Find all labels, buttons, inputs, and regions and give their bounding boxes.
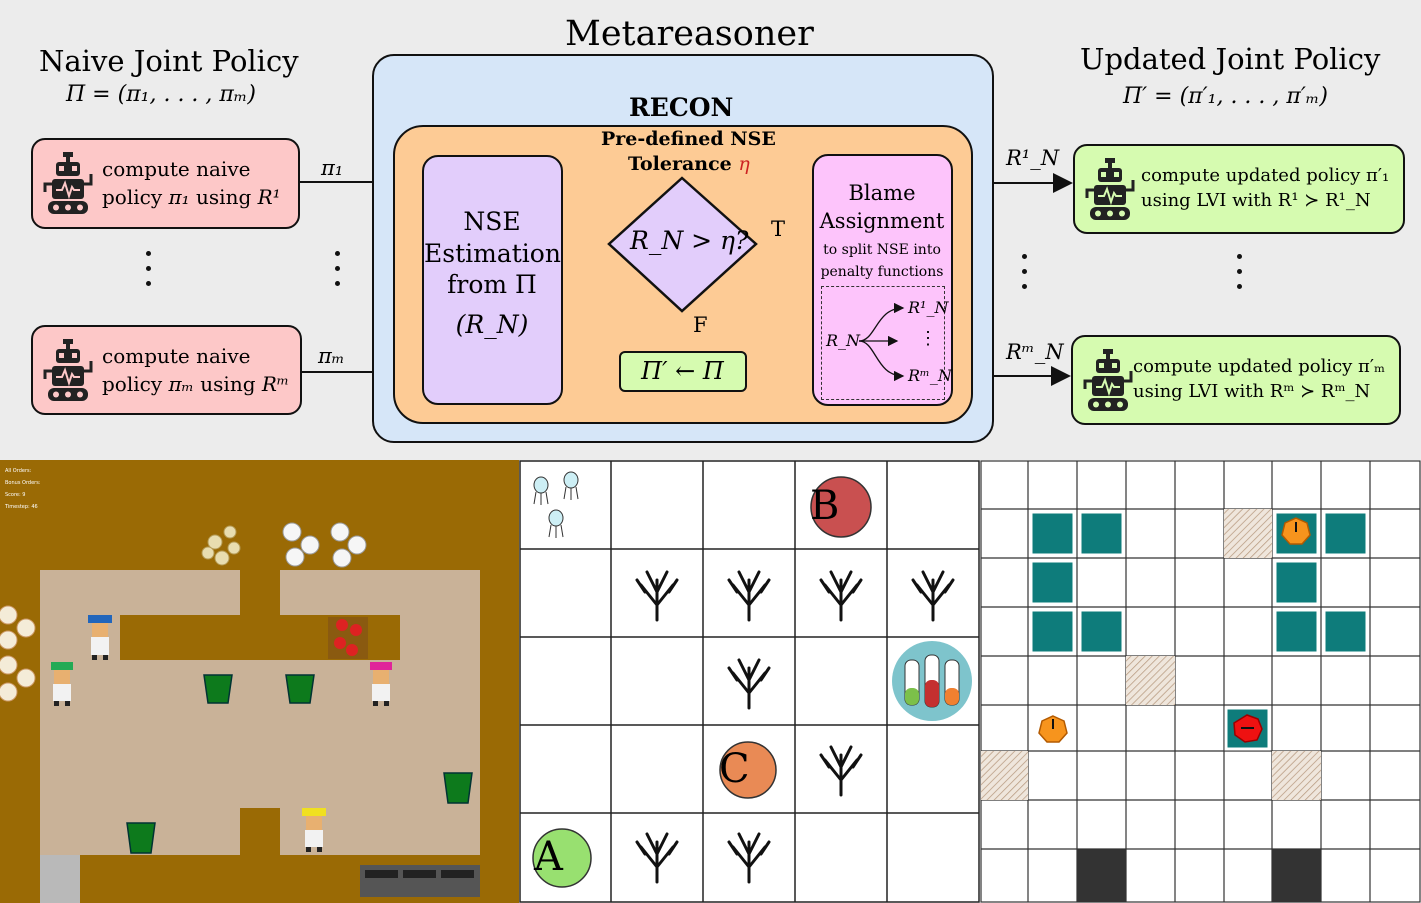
hazard-tile xyxy=(981,509,1321,800)
estimation-line2: Estimation xyxy=(424,239,561,268)
updated-agent-m-line2: using LVI with Rᵐ ≻ Rᵐ_N xyxy=(1133,381,1371,402)
naive-policy-formula: Π = (π₁, . . . , πₘ) xyxy=(66,82,256,107)
warehouse-environment xyxy=(980,460,1421,903)
charging-station xyxy=(1077,849,1321,902)
left-vertical-dots xyxy=(146,251,152,296)
updated-policy-formula: Π′ = (π′₁, . . . , π′ₘ) xyxy=(1123,84,1328,109)
split-arrows xyxy=(858,302,905,382)
hud-timestep: Timestep: 46 xyxy=(5,504,38,510)
updated-agent-m-line1: compute updated policy π′ₘ xyxy=(1133,356,1386,377)
split-rn: R_N xyxy=(826,331,861,350)
chef-icon xyxy=(302,808,326,852)
robot-icon xyxy=(1085,158,1135,220)
kitchen-layout xyxy=(0,522,480,903)
naive-agent-m-line1: compute naive xyxy=(102,344,251,368)
estimation-line1: NSE xyxy=(463,207,521,236)
location-a-marker xyxy=(532,828,592,888)
serving-counter xyxy=(360,865,480,897)
fallback-box: Π′ ← Π xyxy=(619,351,747,392)
tomato-icon xyxy=(334,619,362,656)
naive-agent-m-box: compute naive policy πₘ using Rᵐ xyxy=(31,325,302,415)
chef-icon xyxy=(51,662,73,706)
grid-world xyxy=(519,460,980,903)
hud-score: Score: 9 xyxy=(5,492,26,498)
updated-agent-m-box: compute updated policy π′ₘ using LVI wit… xyxy=(1071,335,1401,425)
robot-agent-icon xyxy=(1038,517,1311,743)
decision-label: R_N > η? xyxy=(630,226,749,255)
split-illustration xyxy=(821,286,945,400)
blame-line4: penalty functions xyxy=(820,264,944,280)
naive-policy-title: Naive Joint Policy xyxy=(39,44,299,78)
chef-icon xyxy=(88,615,112,660)
blame-line1: Blame xyxy=(848,181,916,205)
blame-assignment-box: Blame Assignment to split NSE into penal… xyxy=(812,154,953,406)
blame-line2: Assignment xyxy=(819,209,945,233)
split-outm: Rᵐ_N xyxy=(908,366,952,385)
test-tubes-icon xyxy=(892,641,972,721)
arrow-label-rn1: R¹_N xyxy=(1006,146,1060,170)
robot-icon xyxy=(43,152,93,214)
hud-orders: All Orders: xyxy=(5,468,32,474)
diagram-title: Metareasoner xyxy=(565,14,814,54)
arrow-label-pim: πₘ xyxy=(318,344,345,368)
shelf-icon xyxy=(1029,510,1369,751)
nse-estimation-box: NSE Estimation from Π (R_N) xyxy=(422,155,563,405)
warehouse-grid xyxy=(980,460,1421,903)
grid-world-environment: B C A xyxy=(519,460,980,903)
location-a-label: A xyxy=(534,834,563,880)
robot-icon xyxy=(43,339,93,401)
true-label: T xyxy=(771,217,786,241)
split-outdots: ⋮ xyxy=(919,328,937,349)
arrow-label-pi1: π₁ xyxy=(321,156,344,180)
robot-icon xyxy=(1083,349,1133,411)
updated-policy-title: Updated Joint Policy xyxy=(1080,42,1381,76)
fallback-label: Π′ ← Π xyxy=(641,357,724,385)
naive-agent-1-box: compute naive policy π₁ using R¹ xyxy=(31,138,300,229)
tolerance-line2: Tolerance η xyxy=(628,153,750,175)
tolerance-line1: Pre-defined NSE xyxy=(601,128,776,150)
blame-line3: to split NSE into xyxy=(823,242,941,258)
chef-icon xyxy=(370,662,392,706)
arrow-label-rnm: Rᵐ_N xyxy=(1006,340,1064,364)
location-b-marker xyxy=(810,476,872,538)
estimation-line3: from Π xyxy=(447,270,537,299)
onion-icon xyxy=(201,525,241,566)
recon-title: RECON xyxy=(629,93,734,122)
coral-icon xyxy=(635,570,955,884)
right-arrow-dots xyxy=(1022,254,1028,299)
middle-vertical-dots xyxy=(335,251,341,296)
split-out1: R¹_N xyxy=(908,298,949,317)
jellyfish-icon xyxy=(533,471,579,538)
kitchen-environment: All Orders: Bonus Orders: Score: 9 Times… xyxy=(0,460,519,903)
updated-agent-1-line1: compute updated policy π′₁ xyxy=(1141,165,1390,186)
updated-agent-1-box: compute updated policy π′₁ using LVI wit… xyxy=(1073,144,1405,234)
plate-icon xyxy=(282,522,367,568)
kitchen-hud: All Orders: Bonus Orders: Score: 9 Times… xyxy=(5,465,41,513)
estimation-line4: (R_N) xyxy=(455,310,529,339)
right-agent-dots xyxy=(1237,254,1243,299)
naive-agent-1-line2: policy π₁ using R¹ xyxy=(102,185,281,209)
hud-bonus: Bonus Orders: xyxy=(5,480,41,486)
location-b-label: B xyxy=(810,483,840,529)
decision-diamond xyxy=(607,176,758,313)
pizza-icon xyxy=(0,605,36,702)
false-label: F xyxy=(693,313,708,337)
location-c-marker xyxy=(719,741,777,799)
naive-agent-1-line1: compute naive xyxy=(102,157,251,181)
location-c-label: C xyxy=(719,746,750,792)
pot-icon xyxy=(126,674,473,854)
naive-agent-m-line2: policy πₘ using Rᵐ xyxy=(102,372,290,396)
updated-agent-1-line2: using LVI with R¹ ≻ R¹_N xyxy=(1141,190,1371,211)
recon-diagram: Metareasoner Naive Joint Policy Π = (π₁,… xyxy=(0,0,1421,460)
